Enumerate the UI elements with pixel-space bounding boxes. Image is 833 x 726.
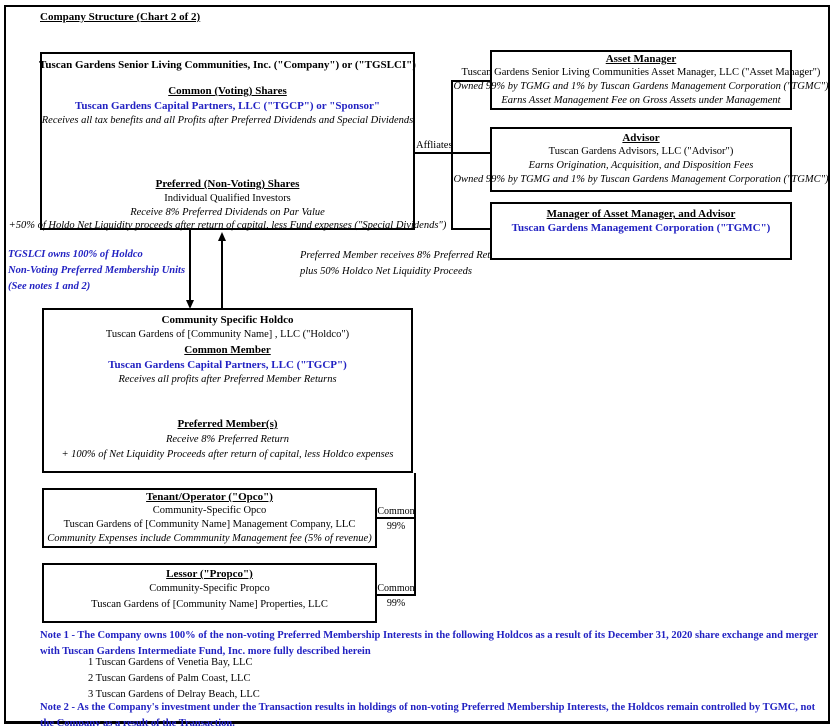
propco-box: Lessor ("Propco") Community-Specific Pro…	[42, 563, 377, 623]
holdco-preferred-note2: + 100% of Net Liquidity Proceeds after r…	[61, 449, 394, 460]
ownership-note-line2: Non-Voting Preferred Membership Units	[8, 265, 186, 276]
advisor-fees: Earns Origination, Acquisition, and Disp…	[528, 160, 754, 171]
preferred-shares-note2: +50% of Holdo Net Liquidity proceeds aft…	[8, 220, 447, 231]
note-holdco-item-1: 1 Tuscan Gardens of Venetia Bay, LLC	[88, 657, 253, 668]
opco-ownership-label: Common	[377, 506, 415, 517]
note-2: Note 2 - As the Company's investment und…	[40, 702, 816, 726]
propco-type: Community-Specific Propco	[149, 583, 270, 594]
opco-ownership-pct: 99%	[386, 521, 406, 532]
up-arrow-line	[221, 240, 223, 308]
opco-box: Tenant/Operator ("Opco") Community-Speci…	[42, 488, 377, 548]
up-arrow-head-icon	[218, 232, 226, 241]
down-arrow-head-icon	[186, 300, 194, 309]
holdco-name: Tuscan Gardens of [Community Name] , LLC…	[105, 329, 350, 340]
connector-asset-manager-branch	[451, 80, 490, 82]
preferred-return-line2: plus 50% Holdco Net Liquidity Proceeds	[300, 266, 472, 277]
holdco-preferred-heading: Preferred Member(s)	[177, 418, 278, 430]
connector-holdco-subsidiaries	[414, 473, 416, 595]
opco-name: Tuscan Gardens of [Community Name] Manag…	[63, 519, 356, 530]
preferred-shares-heading: Preferred (Non-Voting) Shares	[155, 178, 300, 190]
common-voting-heading: Common (Voting) Shares	[168, 85, 287, 97]
asset-manager-name: Tuscan Gardens Senior Living Communities…	[461, 67, 821, 78]
holdco-preferred-note1: Receive 8% Preferred Return	[165, 434, 290, 445]
opco-type: Community-Specific Opco	[152, 505, 267, 516]
propco-ownership-divider	[377, 594, 416, 596]
ownership-note-line3: (See notes 1 and 2)	[8, 281, 91, 292]
page-title: Company Structure (Chart 2 of 2)	[40, 11, 201, 23]
propco-name: Tuscan Gardens of [Community Name] Prope…	[91, 599, 328, 610]
asset-manager-heading: Asset Manager	[605, 53, 677, 65]
asset-manager-box: Asset Manager Tuscan Gardens Senior Livi…	[453, 50, 829, 110]
holdco-common-member: Tuscan Gardens Capital Partners, LLC ("T…	[108, 359, 347, 371]
note-holdco-item-3: 3 Tuscan Gardens of Delray Beach, LLC	[88, 689, 260, 700]
propco-ownership-pct: 99%	[386, 598, 406, 609]
propco-heading: Lessor ("Propco")	[166, 568, 253, 580]
holdco-box: Community Specific Holdco Tuscan Gardens…	[42, 308, 413, 473]
manager-name: Tuscan Gardens Management Corporation ("…	[511, 222, 771, 234]
holdco-common-member-note: Receives all profits after Preferred Mem…	[118, 374, 337, 385]
manager-heading: Manager of Asset Manager, and Advisor	[546, 208, 736, 220]
manager-box: Manager of Asset Manager, and Advisor Tu…	[490, 202, 792, 260]
opco-note: Community Expenses include Commmunity Ma…	[47, 533, 372, 544]
connector-trunk	[451, 80, 453, 230]
connector-manager-branch	[451, 228, 490, 230]
propco-ownership-label: Common	[377, 583, 415, 594]
note-holdco-item-2: 2 Tuscan Gardens of Palm Coast, LLC	[88, 673, 251, 684]
holdco-common-member-heading: Common Member	[184, 344, 271, 356]
opco-heading: Tenant/Operator ("Opco")	[146, 491, 273, 503]
affiliates-label: Affliates	[416, 140, 453, 151]
holdco-heading: Community Specific Holdco	[161, 314, 294, 326]
company-box: Tuscan Gardens Senior Living Communities…	[9, 52, 446, 231]
common-voting-owner: Tuscan Gardens Capital Partners, LLC ("T…	[75, 100, 380, 112]
advisor-heading: Advisor	[622, 132, 660, 144]
advisor-box: Advisor Tuscan Gardens Advisors, LLC ("A…	[453, 127, 829, 192]
ownership-note-line1: TGSLCI owns 100% of Holdco	[8, 249, 143, 260]
preferred-return-line1: Preferred Member receives 8% Preferred R…	[300, 250, 505, 261]
advisor-name: Tuscan Gardens Advisors, LLC ("Advisor")	[548, 146, 734, 157]
asset-manager-ownership: Owned 99% by TGMG and 1% by Tuscan Garde…	[453, 81, 829, 92]
opco-ownership-divider	[377, 517, 416, 519]
common-voting-note: Receives all tax benefits and all Profit…	[41, 115, 414, 126]
advisor-ownership: Owned 99% by TGMG and 1% by Tuscan Garde…	[453, 174, 829, 185]
preferred-shares-holder: Individual Qualified Investors	[164, 193, 291, 204]
note-1: Note 1 - The Company owns 100% of the no…	[40, 630, 819, 657]
preferred-shares-note1: Receive 8% Preferred Dividends on Par Va…	[130, 207, 325, 218]
down-arrow-line	[189, 230, 191, 302]
page-border	[4, 5, 830, 724]
company-name: Tuscan Gardens Senior Living Communities…	[39, 59, 416, 71]
asset-manager-fees: Earns Asset Management Fee on Gross Asse…	[501, 95, 781, 106]
